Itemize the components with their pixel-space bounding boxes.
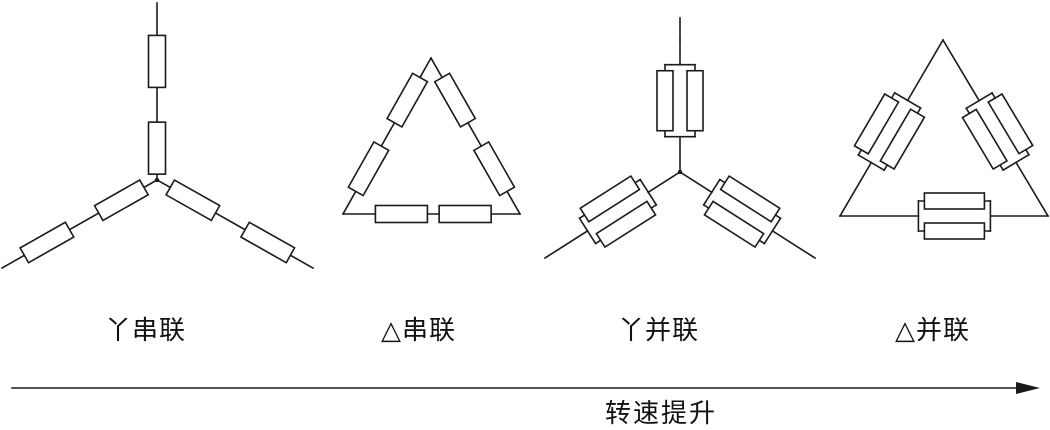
resistor — [987, 92, 1034, 155]
wire — [893, 91, 922, 110]
delta-series-label: △串联 — [381, 316, 456, 346]
wire — [639, 178, 658, 206]
resistor — [719, 174, 781, 223]
resistor — [595, 200, 657, 249]
resistor — [93, 178, 150, 222]
resistor — [923, 222, 986, 240]
resistor — [686, 69, 704, 132]
resistor — [433, 72, 477, 129]
delta-series-circuit — [341, 56, 522, 224]
resistor — [147, 34, 167, 89]
star-series-circuit — [0, 2, 315, 270]
wire — [906, 38, 945, 102]
resistor — [147, 121, 167, 175]
wire — [1002, 153, 1031, 172]
wire — [1014, 161, 1050, 218]
wire — [678, 170, 713, 194]
resistor — [239, 221, 296, 264]
wire — [941, 38, 981, 102]
resistor — [347, 140, 390, 197]
resistor — [961, 108, 1009, 171]
speed-increase-arrow — [11, 382, 1040, 394]
delta-parallel-label: △并联 — [895, 316, 970, 346]
wire — [965, 91, 994, 110]
delta-parallel-circuit — [838, 38, 1050, 240]
resistor — [19, 221, 75, 264]
resistor — [703, 200, 765, 249]
wire — [771, 229, 817, 260]
speed-increase-label: 转速提升 — [605, 399, 718, 429]
resistor — [879, 108, 926, 171]
star-parallel-circuit — [543, 17, 817, 260]
junction-dot — [677, 169, 683, 175]
resistor — [472, 140, 516, 197]
wire — [857, 153, 886, 172]
wire — [578, 217, 597, 245]
star-parallel-label: 丫并联 — [618, 316, 700, 346]
wire — [543, 229, 589, 260]
wire — [647, 170, 682, 194]
resistor — [385, 72, 429, 129]
resistor — [438, 204, 492, 224]
junction-dot — [154, 177, 160, 183]
resistor — [656, 69, 674, 132]
resistor — [853, 92, 900, 155]
wire — [702, 178, 721, 206]
star-series-label: 丫串联 — [105, 316, 187, 346]
resistor — [579, 174, 641, 223]
resistor — [923, 192, 986, 210]
wire — [838, 161, 873, 218]
wire — [763, 217, 782, 245]
resistor — [164, 178, 221, 222]
resistor — [374, 204, 429, 224]
